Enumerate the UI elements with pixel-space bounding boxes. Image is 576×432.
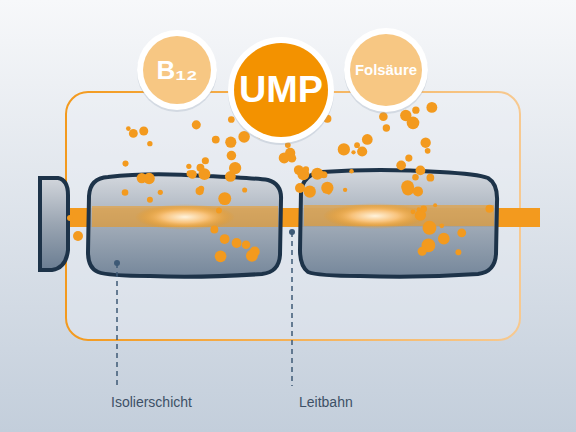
nutrient-dot bbox=[485, 205, 493, 213]
nutrient-dot bbox=[407, 117, 420, 130]
nutrient-dot bbox=[425, 148, 431, 154]
part-label: Leitbahn bbox=[299, 394, 353, 410]
signal-glow bbox=[323, 203, 427, 229]
nutrient-dot bbox=[67, 215, 73, 221]
nutrient-dot bbox=[122, 189, 129, 196]
nutrient-dot bbox=[216, 208, 222, 214]
nutrient-dot bbox=[246, 250, 258, 262]
nutrient-dot bbox=[426, 102, 437, 113]
leader-line bbox=[116, 263, 118, 386]
nutrient-dot bbox=[215, 250, 227, 262]
nutrient-dot bbox=[439, 224, 444, 229]
nutrient-dot bbox=[232, 238, 242, 248]
nutrient-dot bbox=[196, 164, 204, 172]
nutrient-dot bbox=[210, 225, 218, 233]
nutrient-dot bbox=[220, 234, 230, 244]
nutrient-dot bbox=[321, 182, 333, 194]
nutrient-dot bbox=[122, 161, 128, 167]
nutrient-dot bbox=[129, 129, 138, 138]
nutrient-dot bbox=[126, 126, 131, 131]
nutrient-circle: B₁₂ bbox=[137, 30, 217, 110]
nutrient-dot bbox=[354, 142, 360, 148]
circle-fill bbox=[350, 34, 422, 106]
nutrient-dot bbox=[225, 137, 236, 148]
nutrient-dot bbox=[311, 168, 323, 180]
nutrient-dot bbox=[401, 180, 414, 193]
circle-ring bbox=[137, 30, 217, 110]
nutrient-dot bbox=[405, 155, 412, 162]
insulation-cell bbox=[300, 170, 497, 277]
nutrient-dot bbox=[362, 134, 373, 145]
nutrient-dot bbox=[186, 164, 191, 169]
nutrient-circle: UMP bbox=[228, 37, 334, 143]
nutrient-dot bbox=[198, 186, 204, 192]
circle-ring bbox=[228, 37, 334, 143]
nutrient-dot bbox=[139, 126, 148, 135]
nutrient-name: B₁₂ bbox=[156, 57, 197, 83]
nutrient-dot bbox=[288, 154, 297, 163]
nutrient-dot bbox=[357, 146, 367, 156]
circle-ring bbox=[344, 28, 428, 112]
nutrient-name: UMP bbox=[239, 71, 323, 109]
nutrient-dot bbox=[422, 221, 436, 235]
nutrient-dot bbox=[192, 120, 201, 129]
nutrient-dot bbox=[295, 183, 305, 193]
nutrient-dot bbox=[202, 157, 209, 164]
nutrient-dot bbox=[383, 124, 390, 131]
nutrient-dot bbox=[420, 138, 430, 148]
nutrient-dot bbox=[412, 107, 419, 114]
insulation-cell bbox=[88, 174, 281, 276]
nutrient-dot bbox=[218, 192, 231, 205]
nutrient-dot bbox=[413, 186, 423, 196]
nutrient-dot bbox=[242, 187, 247, 192]
nutrient-dot bbox=[303, 166, 309, 172]
nutrient-dot bbox=[158, 190, 163, 195]
nutrient-dot bbox=[438, 233, 450, 245]
nutrient-dot bbox=[229, 162, 241, 174]
nutrient-dot bbox=[412, 174, 418, 180]
nutrient-name: Folsäure bbox=[355, 63, 417, 78]
leader-line bbox=[291, 232, 293, 386]
nutrient-dot bbox=[343, 188, 347, 192]
nutrient-dot bbox=[455, 249, 461, 255]
nutrient-dot bbox=[433, 203, 437, 207]
nutrient-dot bbox=[143, 173, 154, 184]
circle-fill bbox=[234, 43, 328, 137]
nutrient-dot bbox=[147, 141, 152, 146]
nutrient-dot bbox=[420, 206, 427, 213]
insulation-cell bbox=[40, 178, 68, 270]
nutrient-dot bbox=[338, 143, 350, 155]
nutrient-dot bbox=[411, 209, 416, 214]
nutrient-dot bbox=[304, 186, 316, 198]
circle-fill bbox=[143, 36, 211, 104]
nutrient-dot bbox=[351, 150, 355, 154]
nutrient-dot bbox=[396, 160, 406, 170]
signal-glow bbox=[135, 204, 235, 230]
nutrient-dot bbox=[426, 174, 434, 182]
nutrient-dot bbox=[228, 116, 235, 123]
nutrient-circle: Folsäure bbox=[344, 28, 428, 112]
nutrient-dot bbox=[227, 151, 237, 161]
nutrient-dot bbox=[187, 170, 194, 177]
part-label: Isolierschicht bbox=[111, 394, 192, 410]
nutrient-dot bbox=[73, 231, 83, 241]
nutrient-dot bbox=[418, 247, 427, 256]
nutrient-dot bbox=[457, 228, 466, 237]
nutrient-dot bbox=[349, 169, 353, 173]
nutrient-dot bbox=[212, 136, 220, 144]
nutrient-dot bbox=[416, 166, 426, 176]
nutrient-dot bbox=[242, 240, 251, 249]
nutrient-dot bbox=[147, 197, 153, 203]
